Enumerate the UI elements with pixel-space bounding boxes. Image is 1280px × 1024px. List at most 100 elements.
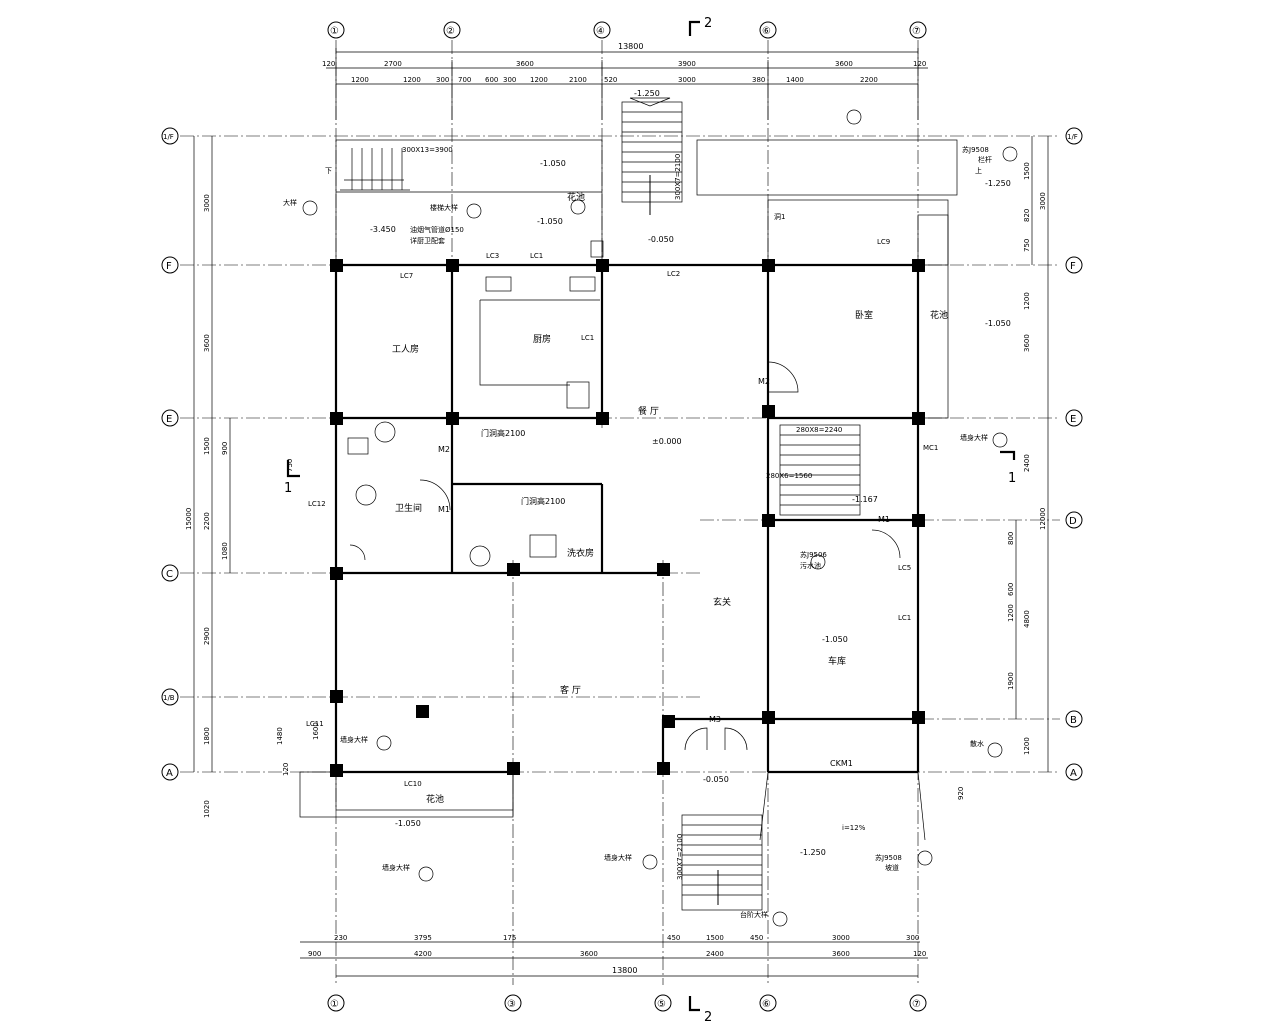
section-marks: 2 2 1 1: [284, 16, 1016, 1024]
axis-label: ①: [330, 26, 339, 37]
svg-text:3600: 3600: [516, 60, 534, 68]
axis-label: 1/B: [163, 694, 175, 702]
axis-label: E: [166, 414, 172, 425]
svg-text:3600: 3600: [1023, 334, 1031, 352]
section-mark-bottom: 2: [704, 1010, 712, 1024]
svg-text:楼梯大样: 楼梯大样: [430, 203, 458, 212]
axis-grid: [180, 40, 1060, 985]
doors: [349, 361, 901, 751]
svg-text:LC7: LC7: [400, 272, 413, 280]
axis-label: 1/F: [1067, 133, 1078, 141]
section-mark-left: 1: [284, 481, 292, 496]
svg-text:3600: 3600: [203, 334, 211, 352]
svg-text:LC12: LC12: [308, 500, 326, 508]
svg-text:2900: 2900: [203, 627, 211, 645]
svg-text:3795: 3795: [414, 934, 432, 942]
svg-text:苏J9508: 苏J9508: [875, 853, 902, 862]
svg-text:920: 920: [957, 787, 965, 800]
svg-text:1200: 1200: [1023, 292, 1031, 310]
svg-text:-1.050: -1.050: [540, 159, 566, 168]
svg-text:LC1: LC1: [898, 614, 911, 622]
svg-text:120: 120: [913, 60, 926, 68]
door-labels: M1 M2 M3 M2 M1: [438, 377, 890, 724]
svg-text:LC2: LC2: [667, 270, 680, 278]
svg-text:120: 120: [282, 763, 290, 776]
axis-label: ⑦: [912, 999, 921, 1010]
svg-text:3900: 3900: [678, 60, 696, 68]
svg-text:MC1: MC1: [923, 444, 938, 452]
svg-text:12000: 12000: [1039, 508, 1047, 530]
svg-text:坡道: 坡道: [885, 863, 899, 872]
svg-text:1900: 1900: [1007, 672, 1015, 690]
svg-text:1200: 1200: [351, 76, 369, 84]
axis-label: ⑦: [912, 26, 921, 37]
svg-text:M1: M1: [878, 515, 890, 524]
room-living: 客 厅: [560, 684, 581, 696]
room-bedroom: 卧室: [855, 309, 873, 321]
axis-label: ③: [507, 999, 516, 1010]
svg-text:-1.050: -1.050: [985, 319, 1011, 328]
svg-text:LC11: LC11: [306, 720, 324, 728]
room-kitchen: 厨房: [533, 333, 551, 345]
svg-text:门洞高2100: 门洞高2100: [521, 496, 565, 506]
svg-text:1800: 1800: [203, 727, 211, 745]
dim-total-top: 13800: [618, 42, 643, 51]
svg-text:墙身大样: 墙身大样: [960, 433, 988, 442]
axis-label: A: [166, 768, 173, 779]
axis-label: E: [1070, 414, 1076, 425]
svg-text:苏J9506: 苏J9506: [800, 550, 827, 559]
svg-text:1480: 1480: [276, 727, 284, 745]
axis-label: A: [1070, 768, 1077, 779]
svg-text:1080: 1080: [221, 542, 229, 560]
svg-text:175: 175: [503, 934, 516, 942]
planter-north: 花池: [567, 191, 585, 203]
svg-text:污水池: 污水池: [800, 561, 821, 570]
svg-text:LC9: LC9: [877, 238, 890, 246]
svg-text:3000: 3000: [1039, 192, 1047, 210]
svg-text:3600: 3600: [580, 950, 598, 958]
axis-bubbles-bottom: ① ③ ⑤ ⑥ ⑦: [327, 994, 927, 1012]
room-dining: 餐 厅: [638, 405, 659, 417]
planter-right: 花池: [930, 309, 948, 321]
svg-text:4200: 4200: [414, 950, 432, 958]
axis-bubbles-top: ① ② ④ ⑥ ⑦: [327, 21, 927, 39]
svg-text:-3.450: -3.450: [370, 225, 396, 234]
detail-callout-circles: [302, 109, 1018, 927]
dim-total-bottom: 13800: [612, 966, 637, 975]
svg-text:1500: 1500: [1023, 162, 1031, 180]
svg-text:300X13=3900: 300X13=3900: [402, 146, 453, 154]
axis-label: B: [1070, 715, 1077, 726]
axis-label: ②: [446, 26, 455, 37]
axis-label: ⑥: [762, 26, 771, 37]
walls: [299, 139, 958, 841]
axis-label: 1/F: [163, 133, 174, 141]
svg-text:520: 520: [604, 76, 617, 84]
svg-text:2200: 2200: [860, 76, 878, 84]
svg-text:1200: 1200: [530, 76, 548, 84]
svg-text:2100: 2100: [569, 76, 587, 84]
svg-text:LC5: LC5: [898, 564, 911, 572]
svg-text:M3: M3: [709, 715, 721, 724]
axis-label: ⑤: [657, 999, 666, 1010]
svg-text:-1.250: -1.250: [800, 848, 826, 857]
svg-text:栏杆: 栏杆: [978, 155, 992, 164]
svg-text:上: 上: [975, 166, 982, 175]
svg-text:700: 700: [458, 76, 471, 84]
svg-text:台阶大样: 台阶大样: [740, 910, 768, 919]
svg-text:750: 750: [286, 459, 294, 472]
svg-text:800: 800: [1007, 532, 1015, 545]
svg-text:3000: 3000: [678, 76, 696, 84]
svg-text:450: 450: [750, 934, 763, 942]
section-mark-right: 1: [1008, 471, 1016, 486]
svg-text:M1: M1: [438, 505, 450, 514]
svg-text:380: 380: [752, 76, 765, 84]
svg-text:1200: 1200: [1023, 737, 1031, 755]
svg-text:墙身大样: 墙身大样: [604, 853, 632, 862]
svg-text:-1.250: -1.250: [634, 89, 660, 98]
svg-text:300X7=2100: 300X7=2100: [674, 154, 682, 200]
svg-text:15000: 15000: [185, 508, 193, 530]
stairs: [340, 101, 861, 911]
svg-text:3600: 3600: [835, 60, 853, 68]
svg-text:900: 900: [221, 442, 229, 455]
